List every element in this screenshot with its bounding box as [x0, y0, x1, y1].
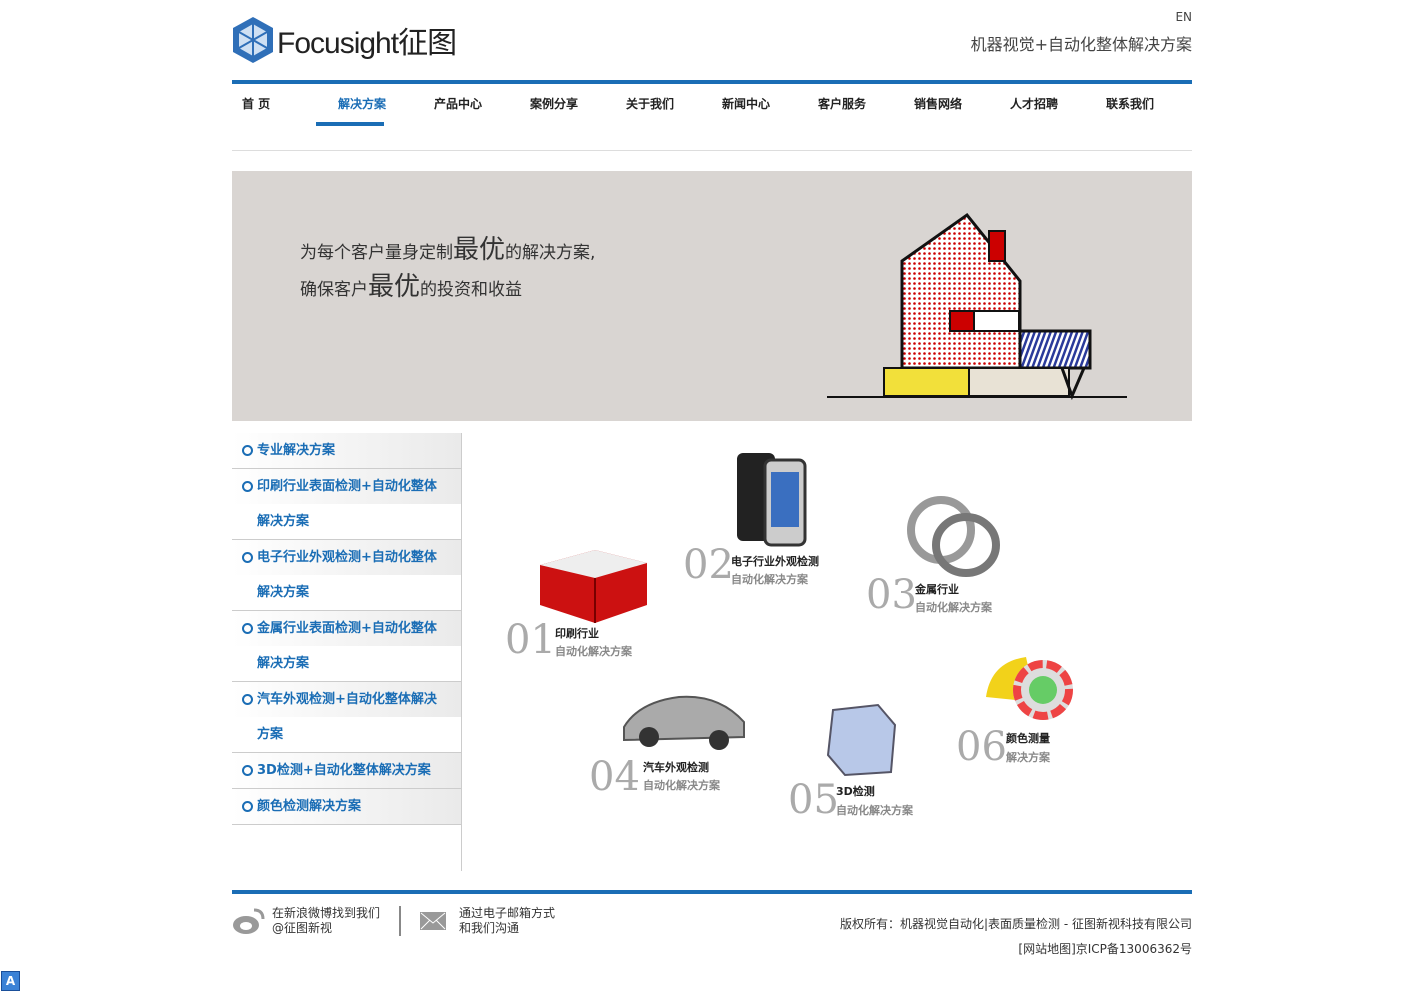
solution-metal[interactable]: 03 金属行业 自动化解决方案 — [866, 495, 1026, 615]
solution-title: 3D检测 — [836, 785, 875, 798]
solution-3d[interactable]: 05 3D检测 自动化解决方案 — [788, 700, 938, 820]
printing-cubes-image — [540, 550, 647, 623]
circle-bullet-icon — [242, 801, 253, 812]
solution-printing[interactable]: 01 印刷行业 自动化解决方案 — [505, 545, 665, 660]
solution-number: 06 — [956, 724, 1007, 770]
copyright-block: 版权所有：机器视觉自动化|表面质量检测 - 征图新视科技有限公司 [网站地图]京… — [840, 912, 1192, 962]
nav-solutions[interactable]: 解决方案 — [316, 84, 424, 126]
email-text: 通过电子邮箱方式 — [459, 906, 556, 920]
solution-number: 05 — [788, 777, 839, 823]
weibo-link[interactable]: 在新浪微博找到我们@征图新视 — [232, 906, 380, 936]
nav-cases[interactable]: 案例分享 — [530, 97, 579, 111]
sidebar-item-3d[interactable]: 3D检测+自动化整体解决方案 — [232, 753, 461, 789]
sidebar-item-label: 解决方案 — [257, 514, 310, 529]
solution-subtitle: 解决方案 — [1006, 751, 1050, 764]
sidebar-item-label: 解决方案 — [257, 656, 310, 671]
main-nav: 首 页 解决方案 产品中心 案例分享 关于我们 新闻中心 客户服务 销售网络 人… — [232, 84, 1192, 126]
footer-bar — [232, 890, 1192, 894]
banner-text: 的解决方案, — [505, 243, 596, 263]
nav-contact[interactable]: 联系我们 — [1106, 97, 1155, 111]
nav-about[interactable]: 关于我们 — [626, 97, 675, 111]
sidebar-item-label: 方案 — [257, 727, 284, 742]
banner: 为每个客户量身定制最优的解决方案, 确保客户最优的投资和收益 — [232, 171, 1192, 421]
icp-link[interactable]: [网站地图]京ICP备13006362号 — [1018, 942, 1192, 956]
house-illustration — [827, 212, 1127, 401]
solution-title: 颜色测量 — [1006, 732, 1050, 745]
mail-icon — [420, 912, 446, 930]
circle-bullet-icon — [242, 481, 253, 492]
metal-rings-image — [907, 496, 1000, 577]
email-text: 和我们沟通 — [459, 921, 520, 935]
nav-home[interactable]: 首 页 — [242, 97, 271, 111]
sidebar-item-metal[interactable]: 金属行业表面检测+自动化整体解决方案 — [232, 611, 461, 682]
circle-bullet-icon — [242, 445, 253, 456]
nav-top-bar — [232, 80, 1192, 84]
solution-auto[interactable]: 04 汽车外观检测 自动化解决方案 — [589, 682, 759, 797]
solution-subtitle: 自动化解决方案 — [836, 804, 913, 817]
solution-subtitle: 自动化解决方案 — [915, 601, 992, 614]
banner-slogan: 为每个客户量身定制最优的解决方案, 确保客户最优的投资和收益 — [300, 233, 595, 307]
nav-service[interactable]: 客户服务 — [818, 97, 867, 111]
banner-emphasis: 最优 — [453, 235, 506, 265]
solution-subtitle: 自动化解决方案 — [555, 645, 632, 658]
circle-bullet-icon — [242, 765, 253, 776]
circle-bullet-icon — [242, 694, 253, 705]
sidebar-item-professional[interactable]: 专业解决方案 — [232, 433, 461, 469]
solution-title: 印刷行业 — [555, 627, 599, 640]
header: Focusight征图 EN 机器视觉+自动化整体解决方案 首 页 解决方案 产… — [232, 0, 1192, 151]
sidebar-item-label: 汽车外观检测+自动化整体解决 — [257, 692, 437, 707]
sidebar-item-printing[interactable]: 印刷行业表面检测+自动化整体解决方案 — [232, 469, 461, 540]
solution-number: 04 — [589, 754, 640, 800]
sidebar-item-electronics[interactable]: 电子行业外观检测+自动化整体解决方案 — [232, 540, 461, 611]
banner-emphasis: 最优 — [368, 272, 421, 302]
language-switch[interactable]: EN — [1175, 10, 1192, 24]
sidebar-item-label: 3D检测+自动化整体解决方案 — [257, 763, 431, 778]
car-image — [623, 695, 745, 750]
solution-number: 03 — [866, 572, 917, 618]
logo-icon — [233, 17, 273, 63]
sidebar-item-label: 颜色检测解决方案 — [257, 799, 362, 814]
nav-jobs[interactable]: 人才招聘 — [1010, 97, 1059, 111]
sidebar-item-label: 印刷行业表面检测+自动化整体 — [257, 479, 437, 494]
sidebar-item-color[interactable]: 颜色检测解决方案 — [232, 789, 461, 825]
color-wheel-image — [986, 657, 1073, 720]
footer-divider — [399, 906, 401, 936]
banner-text: 确保客户 — [300, 280, 368, 300]
glass-cube-image — [826, 703, 897, 777]
nav-sales[interactable]: 销售网络 — [914, 97, 963, 111]
sidebar-item-auto[interactable]: 汽车外观检测+自动化整体解决方案 — [232, 682, 461, 753]
nav-products[interactable]: 产品中心 — [434, 97, 483, 111]
logo[interactable]: Focusight征图 — [232, 16, 457, 64]
solution-title: 汽车外观检测 — [643, 761, 709, 774]
solution-number: 02 — [683, 542, 734, 588]
divider — [232, 150, 1192, 151]
sidebar-item-label: 电子行业外观检测+自动化整体 — [257, 550, 437, 565]
weibo-text: 在新浪微博找到我们 — [272, 906, 381, 920]
sidebar-item-label: 金属行业表面检测+自动化整体 — [257, 621, 437, 636]
phones-image — [737, 453, 807, 547]
sidebar: 专业解决方案 印刷行业表面检测+自动化整体解决方案 电子行业外观检测+自动化整体… — [232, 433, 462, 871]
solution-subtitle: 自动化解决方案 — [643, 779, 720, 792]
logo-text: Focusight征图 — [277, 27, 457, 60]
footer: 在新浪微博找到我们@征图新视 通过电子邮箱方式和我们沟通 版权所有：机器视觉自动… — [232, 890, 1192, 956]
banner-text: 为每个客户量身定制 — [300, 243, 453, 263]
slogan: 机器视觉+自动化整体解决方案 — [970, 35, 1192, 54]
solution-color[interactable]: 06 颜色测量 解决方案 — [956, 652, 1086, 767]
circle-bullet-icon — [242, 623, 253, 634]
sidebar-item-label: 专业解决方案 — [257, 443, 336, 458]
copyright-text: 版权所有：机器视觉自动化|表面质量检测 - 征图新视科技有限公司 — [839, 917, 1192, 931]
weibo-icon — [233, 908, 265, 934]
accessibility-badge[interactable]: A — [1, 971, 20, 991]
solution-title: 电子行业外观检测 — [731, 555, 819, 568]
solution-subtitle: 自动化解决方案 — [731, 573, 808, 586]
circle-bullet-icon — [242, 552, 253, 563]
nav-news[interactable]: 新闻中心 — [722, 97, 771, 111]
banner-text: 的投资和收益 — [420, 280, 523, 300]
weibo-handle: @征图新视 — [272, 921, 333, 935]
sidebar-item-label: 解决方案 — [257, 585, 310, 600]
solution-number: 01 — [505, 617, 556, 663]
email-link[interactable]: 通过电子邮箱方式和我们沟通 — [420, 906, 555, 936]
solution-electronics[interactable]: 02 电子行业外观检测 自动化解决方案 — [683, 450, 843, 588]
solution-title: 金属行业 — [915, 583, 959, 596]
